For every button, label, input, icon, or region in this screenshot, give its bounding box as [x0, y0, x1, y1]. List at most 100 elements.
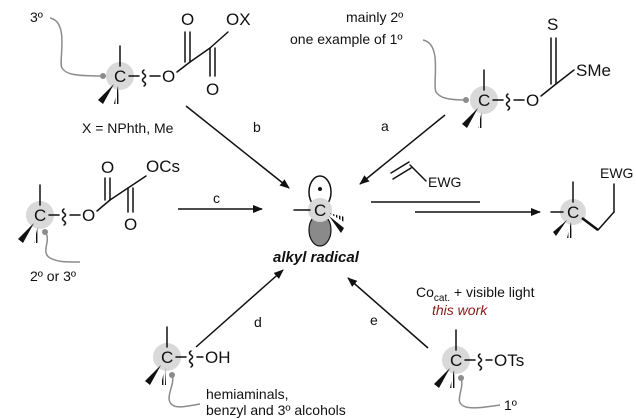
- wedge-bond: [462, 108, 478, 128]
- alkyl-radical-label: alkyl radical: [273, 249, 360, 266]
- radical-carbon: C: [314, 201, 326, 220]
- ocs-group: OCs: [146, 157, 180, 176]
- cleavage-squiggle: [477, 353, 483, 371]
- cesium-oxalate-substrate: C O O O OCs 2º or 3º: [18, 157, 180, 284]
- carbon-atom: C: [114, 67, 126, 86]
- arrow-b-line: [185, 105, 290, 189]
- bond: [109, 187, 129, 201]
- carbon-atom: C: [34, 206, 46, 225]
- bond: [176, 61, 191, 73]
- carbon-highlight: [308, 198, 332, 222]
- carbon-highlight: [470, 86, 498, 114]
- cleavage-squiggle: [505, 93, 511, 111]
- carbon-highlight: [26, 201, 54, 229]
- carbon-atom: C: [567, 203, 579, 222]
- bond: [540, 83, 557, 97]
- arrow-d-line: [195, 269, 284, 348]
- ml-pointer: [44, 231, 81, 263]
- arrow-e-label: e: [370, 312, 378, 328]
- hash-bond: [329, 213, 345, 222]
- vinyl-bond: [392, 167, 412, 180]
- cleavage-squiggle: [188, 350, 194, 368]
- ewg-product: EWG: [600, 165, 633, 181]
- arrow-c: c: [178, 190, 263, 213]
- arrow-c-label: c: [213, 190, 220, 206]
- oxygen-atom: O: [101, 158, 114, 177]
- oxalate-ester-substrate: 3º C O O O OX X = NPhth, Me: [30, 9, 251, 136]
- tosylate-pointer: [458, 377, 501, 409]
- hydroxyl-group: OH: [205, 348, 231, 367]
- bond: [597, 211, 615, 231]
- hash-bond: [450, 370, 455, 388]
- primary-example-label: one example of 1º: [290, 31, 403, 47]
- bond: [127, 175, 147, 189]
- arrow-d-label: d: [254, 314, 262, 330]
- xanthate-substrate: mainly 2º one example of 1º C O S SMe: [290, 9, 611, 128]
- pointer-dot: [42, 229, 48, 235]
- arrow-a-label: a: [381, 118, 389, 134]
- tosylate-group: OTs: [494, 351, 524, 370]
- hash-bond: [34, 225, 39, 243]
- sulfur-atom: S: [547, 15, 558, 34]
- wedge-bond: [18, 223, 34, 243]
- reaction-conditions: Cocat. + visible light this work: [416, 284, 535, 318]
- xanthate-pointer: [422, 39, 467, 101]
- arrow-b: b: [185, 105, 290, 189]
- carbon-atom: C: [450, 351, 462, 370]
- arrow-d: d: [195, 269, 284, 348]
- x-definition: X = NPhth, Me: [82, 120, 174, 136]
- oxygen-atom: O: [124, 215, 137, 234]
- hash-bond: [161, 367, 166, 385]
- this-work-label: this work: [432, 302, 488, 318]
- cleavage-squiggle: [61, 208, 67, 226]
- sme-group: SMe: [576, 61, 611, 80]
- arrow-a-line: [359, 114, 446, 185]
- hash-bond: [478, 110, 483, 128]
- sec-tert-label: 2º or 3º: [30, 268, 76, 284]
- tertiary-pointer: [49, 17, 105, 77]
- ewg-reagent: EWG: [428, 174, 461, 190]
- mainly-secondary-label: mainly 2º: [346, 9, 403, 25]
- arrow-e-line: [347, 277, 429, 349]
- oxygen-atom: O: [162, 67, 175, 86]
- ox-group: OX: [226, 10, 251, 29]
- wedge-bond: [434, 368, 450, 388]
- bond: [189, 47, 211, 63]
- radical-electron: [318, 187, 322, 191]
- hash-bond: [567, 222, 572, 238]
- arrow-a: a: [359, 114, 446, 185]
- tertiary-label: 3º: [30, 9, 43, 25]
- hemiaminals-label: hemiaminals,: [206, 386, 288, 402]
- bond: [409, 164, 427, 182]
- carbon-highlight: [442, 346, 470, 374]
- alcohol-pointer: [168, 374, 201, 408]
- primary-label: 1º: [504, 397, 517, 413]
- giese-addition: EWG: [371, 161, 541, 216]
- carbon-atom: C: [161, 348, 173, 367]
- wedge-bond: [329, 216, 344, 233]
- oxygen-atom: O: [82, 206, 95, 225]
- bond: [555, 69, 575, 85]
- hash-bond: [114, 86, 119, 104]
- alkyl-radical: C alkyl radical: [273, 175, 360, 266]
- addition-product: C EWG: [550, 165, 633, 238]
- tosylate-substrate: C OTs 1º: [434, 329, 524, 413]
- oxygen-atom: O: [206, 80, 219, 99]
- new-bond: [581, 216, 599, 232]
- wedge-bond: [553, 220, 567, 236]
- arrow-e: e: [347, 277, 429, 349]
- pointer-dot: [463, 97, 469, 103]
- oxygen-atom: O: [181, 10, 194, 29]
- pointer-dot: [169, 372, 175, 378]
- conditions-label: Cocat. + visible light: [416, 284, 535, 304]
- bond: [96, 199, 111, 212]
- cleavage-squiggle: [141, 69, 147, 87]
- bond: [209, 31, 229, 49]
- alcohol-substrate: C OH hemiaminals, benzyl and 3º alcohols: [145, 326, 346, 418]
- arrow-b-label: b: [253, 119, 261, 135]
- wedge-bond: [145, 365, 161, 385]
- carbon-highlight: [106, 62, 134, 90]
- carbon-highlight: [560, 199, 586, 225]
- pointer-dot: [100, 73, 106, 79]
